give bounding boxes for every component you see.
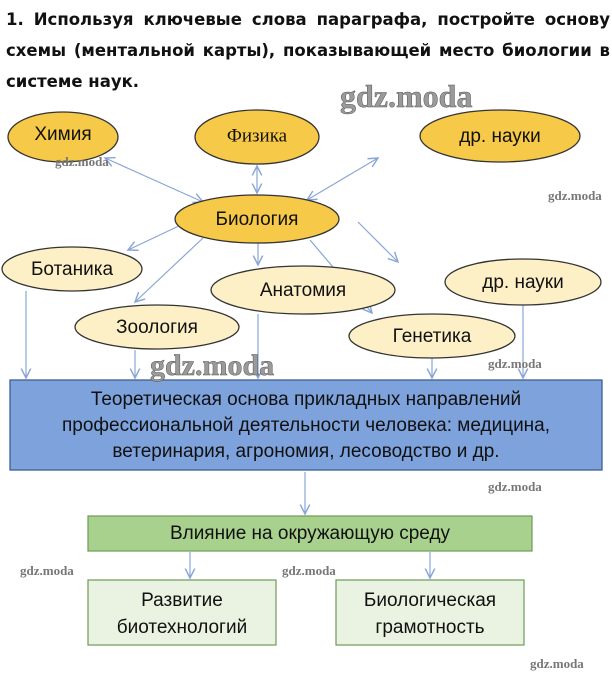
watermarks: gdz.moda gdz.moda gdz.moda gdz.moda gdz.…	[20, 78, 602, 671]
branch-botany: Ботаника	[1, 246, 143, 292]
svg-text:биотехнологий: биотехнологий	[117, 617, 247, 638]
svg-text:Анатомия: Анатомия	[260, 280, 346, 301]
svg-text:грамотность: грамотность	[375, 617, 484, 638]
svg-text:др. науки: др. науки	[459, 126, 540, 147]
svg-text:gdz.moda: gdz.moda	[20, 563, 74, 578]
outcome-literacy: Биологическая грамотность	[335, 579, 525, 646]
svg-text:Развитие: Развитие	[141, 590, 223, 611]
connectors	[26, 158, 523, 578]
svg-text:gdz.moda: gdz.moda	[548, 188, 602, 203]
svg-text:Влияние на окружающую среду: Влияние на окружающую среду	[170, 523, 451, 544]
branch-genetics: Генетика	[348, 313, 516, 359]
svg-text:профессиональной деятельности: профессиональной деятельности человека: …	[62, 415, 550, 436]
basis-box: Теоретическая основа прикладных направле…	[9, 379, 603, 471]
top-science-other: др. науки	[419, 109, 581, 163]
svg-text:gdz.moda: gdz.moda	[150, 349, 274, 382]
svg-text:Биология: Биология	[216, 209, 299, 230]
center-biology: Биология	[174, 194, 340, 244]
svg-text:Генетика: Генетика	[393, 326, 472, 347]
svg-text:gdz.moda: gdz.moda	[340, 78, 472, 114]
svg-text:gdz.moda: gdz.moda	[530, 656, 584, 671]
svg-text:Теоретическая основа прикладны: Теоретическая основа прикладных направле…	[91, 389, 521, 410]
svg-text:Физика: Физика	[227, 125, 288, 146]
svg-text:gdz.moda: gdz.moda	[488, 356, 542, 371]
svg-text:Биологическая: Биологическая	[364, 590, 496, 611]
svg-text:gdz.moda: gdz.moda	[55, 154, 109, 169]
task-text: 1. Используя ключевые слова параграфа, п…	[6, 10, 610, 91]
top-science-physics: Физика	[194, 109, 320, 165]
influence-box: Влияние на окружающую среду	[87, 515, 533, 552]
svg-text:Ботаника: Ботаника	[31, 259, 114, 280]
svg-text:др. науки: др. науки	[482, 272, 563, 293]
outcome-biotech: Развитие биотехнологий	[87, 579, 277, 646]
svg-text:gdz.moda: gdz.moda	[488, 479, 542, 494]
branch-zoology: Зоология	[74, 304, 240, 350]
branch-other: др. науки	[444, 258, 602, 306]
top-science-chemistry: Химия	[7, 111, 119, 163]
svg-text:ветеринария, агрономия, лесово: ветеринария, агрономия, лесоводство и др…	[112, 441, 499, 462]
svg-text:gdz.moda: gdz.moda	[282, 563, 336, 578]
svg-text:Зоология: Зоология	[116, 317, 198, 338]
branch-anatomy: Анатомия	[210, 265, 396, 315]
svg-text:Химия: Химия	[34, 124, 91, 145]
